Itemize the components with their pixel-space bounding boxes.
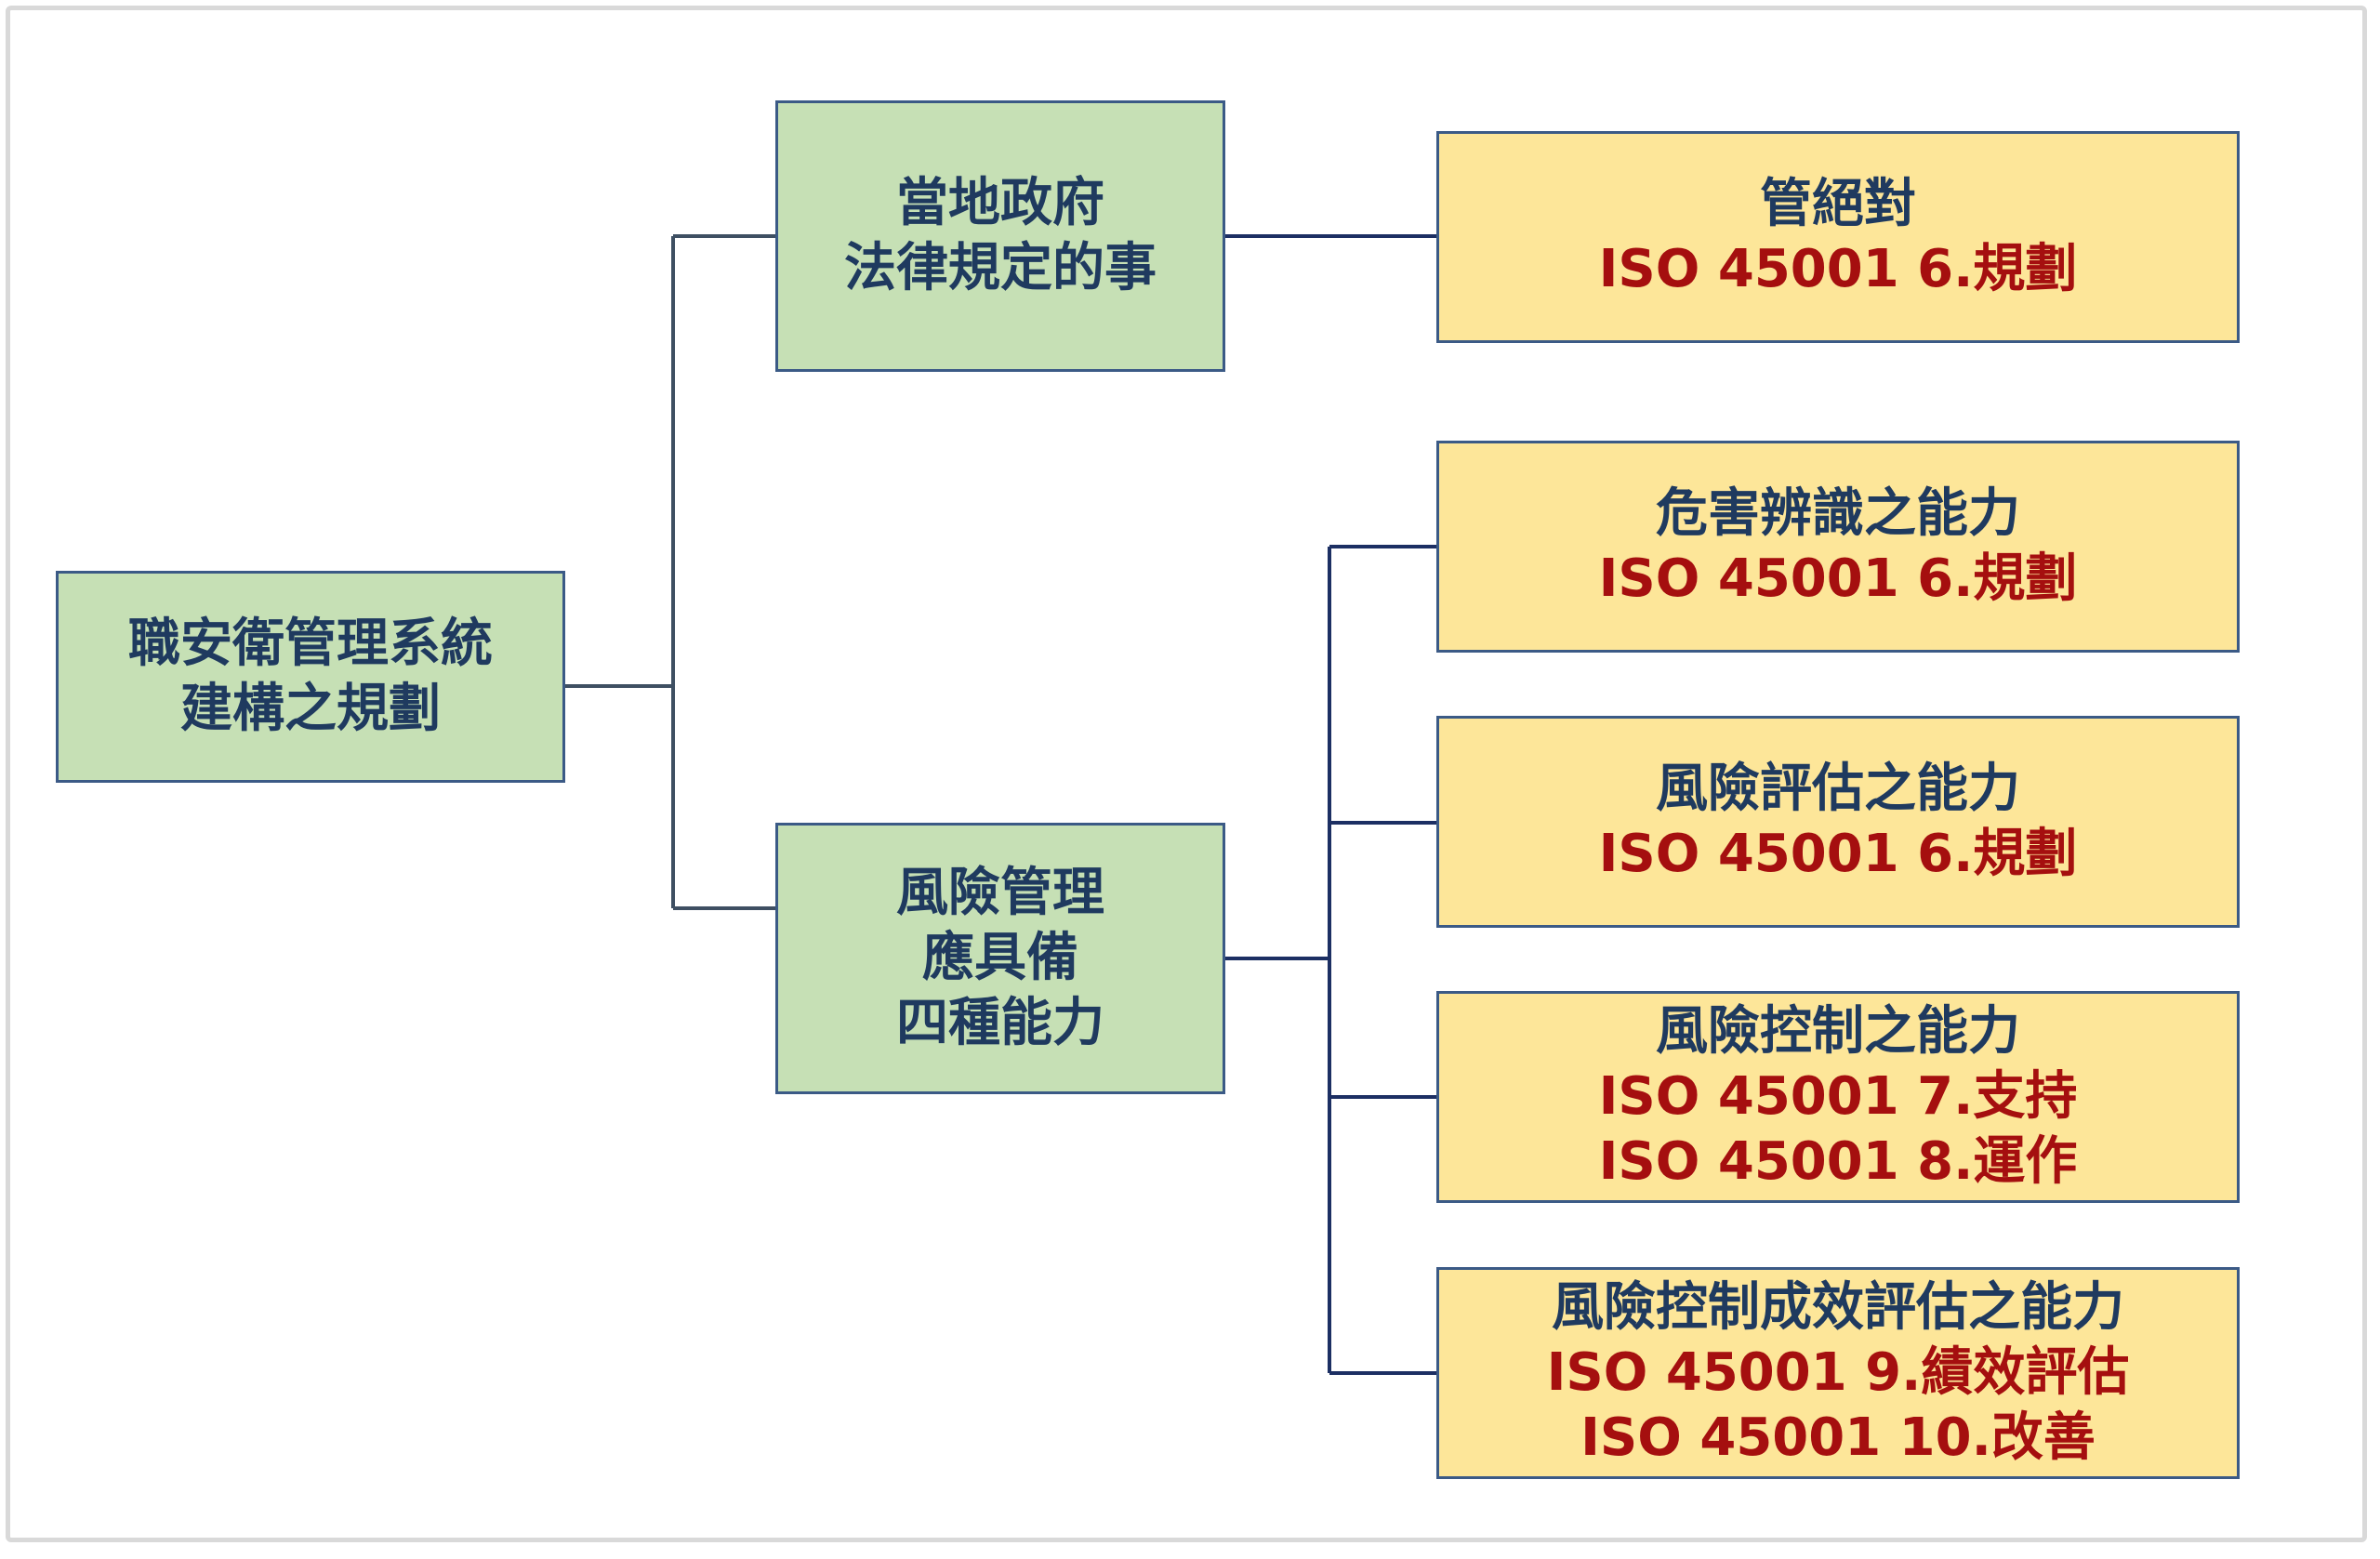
leaf-node-risk-control-evaluation: 風險控制成效評估之能力 ISO 45001 9.績效評估 ISO 45001 1… xyxy=(1436,1267,2240,1479)
leaf-1-ref-1: ISO 45001 6.規劃 xyxy=(1598,239,2078,299)
root-node-line-1: 職安衛管理系統 xyxy=(128,614,493,674)
leaf-4-ref-2: ISO 45001 8.運作 xyxy=(1598,1131,2078,1192)
branch-2-line-1: 風險管理 xyxy=(896,863,1104,923)
leaf-node-absolute-control: 管絕對 ISO 45001 6.規劃 xyxy=(1436,131,2240,343)
branch-node-risk-management: 風險管理 應具備 四種能力 xyxy=(775,823,1225,1094)
branch-node-local-law: 當地政府 法律規定的事 xyxy=(775,100,1225,372)
leaf-node-hazard-identification: 危害辨識之能力 ISO 45001 6.規劃 xyxy=(1436,441,2240,653)
leaf-4-title: 風險控制之能力 xyxy=(1656,1001,2020,1062)
root-node: 職安衛管理系統 建構之規劃 xyxy=(56,571,565,783)
branch-2-line-2: 應具備 xyxy=(922,928,1078,988)
leaf-4-ref-1: ISO 45001 7.支持 xyxy=(1598,1066,2078,1127)
leaf-3-title: 風險評估之能力 xyxy=(1656,759,2020,819)
branch-1-line-1: 當地政府 xyxy=(896,173,1104,233)
leaf-5-title: 風險控制成效評估之能力 xyxy=(1552,1277,2124,1338)
leaf-5-ref-2: ISO 45001 10.改善 xyxy=(1580,1407,2096,1468)
leaf-node-risk-control: 風險控制之能力 ISO 45001 7.支持 ISO 45001 8.運作 xyxy=(1436,991,2240,1203)
branch-1-line-2: 法律規定的事 xyxy=(844,238,1157,298)
leaf-3-ref-1: ISO 45001 6.規劃 xyxy=(1598,824,2078,884)
leaf-1-title: 管絕對 xyxy=(1760,174,1916,234)
leaf-2-title: 危害辨識之能力 xyxy=(1656,483,2020,544)
branch-2-line-3: 四種能力 xyxy=(896,993,1104,1053)
leaf-5-ref-1: ISO 45001 9.績效評估 xyxy=(1546,1342,2130,1403)
leaf-node-risk-assessment: 風險評估之能力 ISO 45001 6.規劃 xyxy=(1436,716,2240,928)
leaf-2-ref-1: ISO 45001 6.規劃 xyxy=(1598,548,2078,609)
root-node-line-2: 建構之規劃 xyxy=(180,679,441,739)
